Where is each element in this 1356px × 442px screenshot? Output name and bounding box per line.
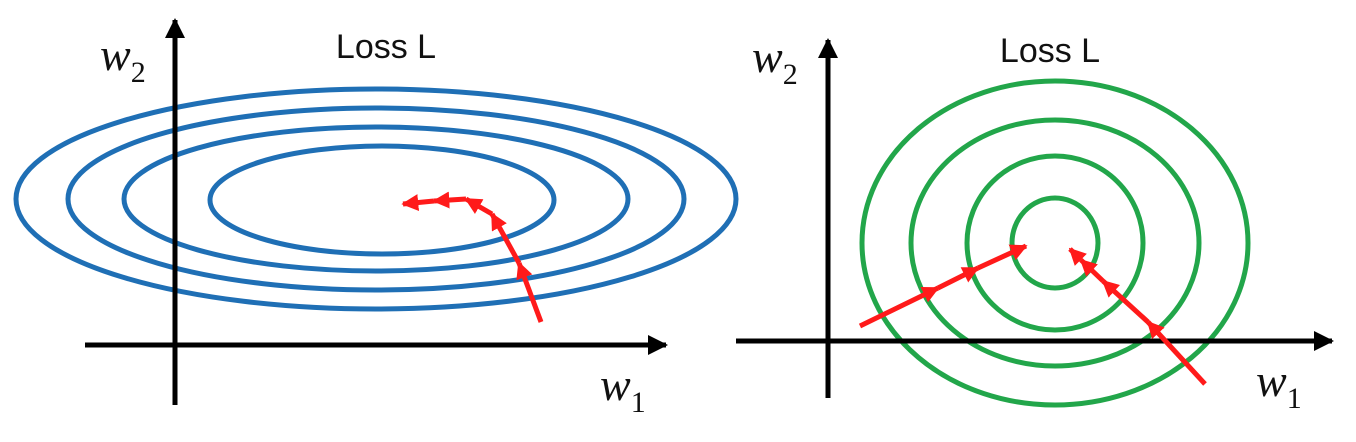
y-axis-sub: 2: [131, 56, 146, 89]
elliptic-contour-1: [207, 143, 557, 257]
elliptic-contour-2: [121, 124, 631, 274]
x-axis-var: w: [1256, 355, 1287, 406]
y-axis-var: w: [752, 31, 783, 82]
circular-contour-4: [859, 78, 1251, 408]
x-axis-sub: 1: [631, 386, 646, 419]
path-arrow: [489, 212, 522, 265]
path-arrow: [1146, 320, 1207, 386]
y-axis-var: w: [100, 29, 131, 80]
path-arrow: [936, 265, 980, 291]
path-arrow: [1101, 279, 1150, 324]
panel-circular: Loss L w2 w1: [736, 31, 1334, 415]
y-axis-label: w2: [100, 29, 146, 89]
elliptic-path: [401, 191, 544, 323]
panel-title: Loss L: [336, 28, 436, 66]
x-axis-var: w: [600, 359, 631, 410]
path-arrow: [976, 243, 1028, 271]
circular-path-left: [858, 243, 1028, 329]
path-arrow: [1068, 247, 1087, 266]
elliptic-contour-3: [65, 105, 687, 293]
circular-path-right: [1068, 247, 1207, 386]
circular-contour-3: [908, 117, 1202, 369]
panel-elliptic: Loss L w2 w1: [13, 18, 739, 419]
circular-contour-1: [1009, 195, 1101, 291]
path-arrow: [432, 191, 467, 209]
panel-title: Loss L: [1000, 32, 1100, 70]
x-axis-label: w1: [600, 359, 646, 419]
path-arrow: [858, 285, 940, 329]
path-arrow: [401, 194, 435, 211]
x-axis-label: w1: [1256, 355, 1302, 415]
circular-contour-2: [964, 153, 1146, 333]
path-arrow: [464, 196, 494, 217]
x-axis-sub: 1: [1287, 382, 1302, 415]
y-axis-label: w2: [752, 31, 798, 91]
circular-contours: [859, 78, 1251, 408]
elliptic-contour-4: [13, 86, 739, 312]
path-arrow: [516, 261, 544, 323]
elliptic-contours: [13, 86, 739, 312]
y-axis-sub: 2: [783, 58, 798, 91]
